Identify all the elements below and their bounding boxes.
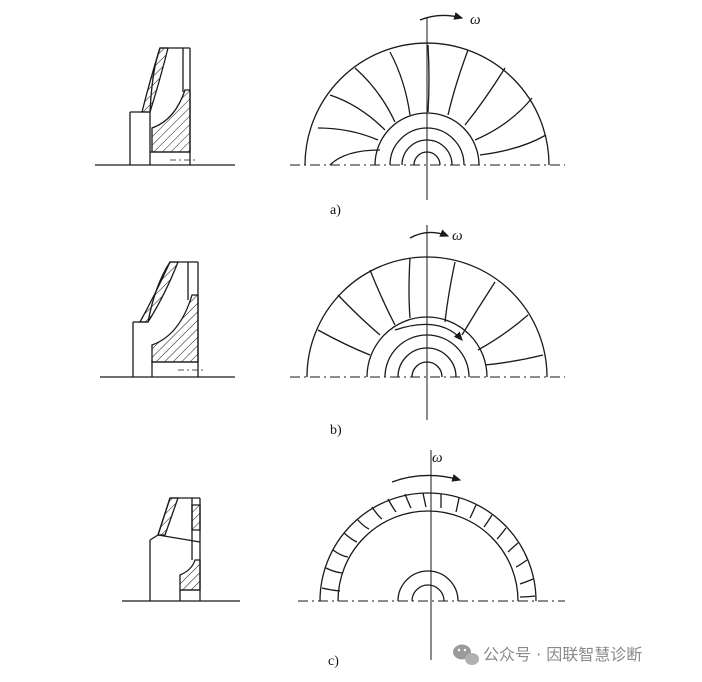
omega-label-a: ω xyxy=(470,12,481,28)
caption-b: b) xyxy=(330,423,342,438)
caption-c: c) xyxy=(328,654,339,669)
front-view-b xyxy=(290,225,565,420)
section-view-b xyxy=(100,261,235,378)
caption-a: a) xyxy=(330,203,341,218)
figure-a: ω a) xyxy=(95,12,565,218)
figure-b: ω b) xyxy=(100,225,565,438)
front-view-a xyxy=(290,12,565,200)
figure-c: ω c) xyxy=(122,450,565,669)
section-view-c xyxy=(122,497,240,602)
front-view-c xyxy=(298,450,565,660)
omega-label-b: ω xyxy=(452,228,463,244)
section-view-a xyxy=(95,47,235,166)
watermark: 公众号 · 因联智慧诊断 xyxy=(453,644,642,665)
wechat-icon xyxy=(453,644,479,665)
omega-label-c: ω xyxy=(432,450,443,466)
watermark-text: 公众号 · 因联智慧诊断 xyxy=(483,645,642,664)
